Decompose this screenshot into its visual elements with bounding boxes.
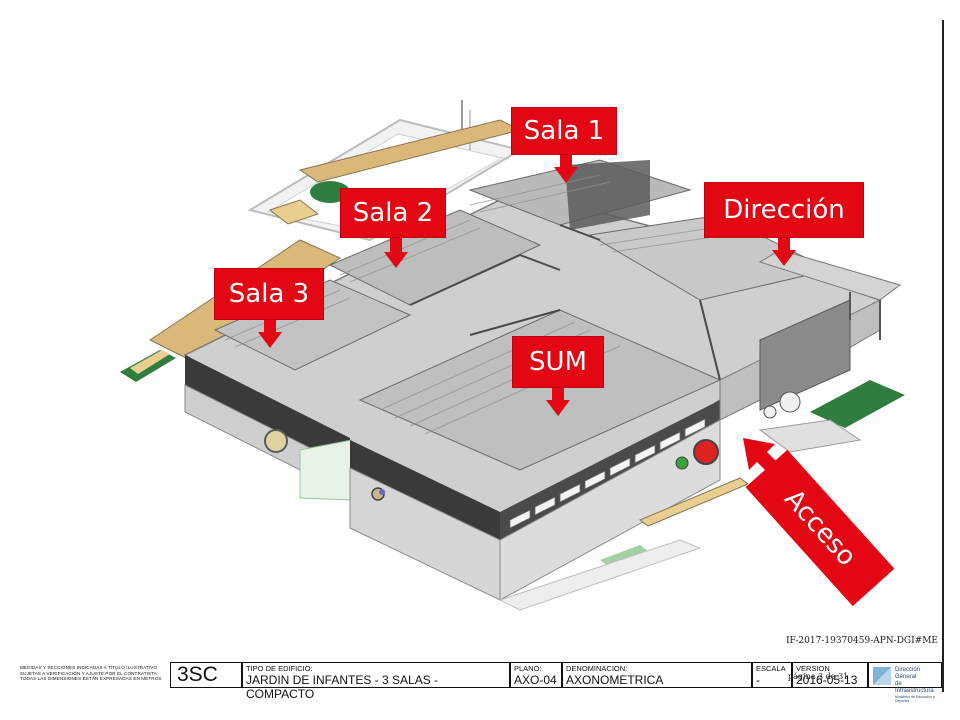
title-block-notes: MEDIDAS Y SECCIONES INDICADAS A TÍTULO I… (20, 665, 162, 682)
arrow-sala-2 (384, 252, 408, 268)
scale-caption: ESCALA (756, 664, 786, 673)
round-window-green (675, 456, 689, 470)
organization-line-1: Dirección General (895, 667, 921, 680)
lattice-round-1 (779, 391, 801, 413)
arrow-stem-sum (552, 388, 564, 400)
label-sala-1: Sala 1 (511, 107, 617, 155)
front-path (498, 539, 702, 611)
label-sum: SUM (512, 336, 604, 388)
round-window-sum-2 (379, 489, 385, 495)
bench-left-2 (130, 350, 170, 374)
organization-logo-icon (873, 667, 891, 685)
building-code: 3SC (177, 663, 218, 686)
courtyard-front (299, 439, 353, 501)
scale-cell: ESCALA - (752, 662, 792, 688)
denomination-caption: DENOMINACION: (566, 664, 628, 673)
document-reference: IF-2017-19370459-APN-DGI#ME (786, 636, 938, 646)
plan-caption: PLANO: (514, 664, 542, 673)
lattice-round-2 (763, 405, 777, 419)
arrow-sum (546, 400, 570, 416)
denomination-cell: DENOMINACION: AXONOMETRICA (562, 662, 752, 688)
facade-sum-dark (350, 440, 500, 540)
denomination: AXONOMETRICA (566, 673, 664, 687)
version-caption: VERSION (796, 664, 830, 673)
arrow-stem-sala-3 (264, 320, 276, 332)
title-block: MEDIDAS Y SECCIONES INDICADAS A TÍTULO I… (20, 662, 942, 703)
arrow-stem-sala-1 (560, 155, 572, 167)
building-type: JARDIN DE INFANTES - 3 SALAS - COMPACTO (246, 673, 439, 701)
partition-walls (409, 224, 721, 381)
lattice-wall (759, 299, 851, 411)
plan-cell: PLANO: AXO-04 (510, 662, 562, 688)
organization-logo-cell: Dirección General de Infraestructura Min… (868, 662, 942, 703)
building-type-cell: TIPO DE EDIFICIO: JARDIN DE INFANTES - 3… (242, 662, 510, 701)
label-sala-3: Sala 3 (214, 268, 324, 320)
organization-line-3: Ministerio de Educación y Deportes (895, 695, 935, 703)
label-direccion: Dirección (704, 182, 864, 238)
clerestory-windows (509, 418, 706, 529)
sala-1-core (565, 160, 650, 230)
roof-stripes (224, 174, 741, 435)
arrow-direccion (772, 250, 796, 266)
building-code-cell: 3SC (170, 662, 242, 688)
entry-steps (758, 419, 862, 453)
building-type-caption: TIPO DE EDIFICIO: (246, 664, 313, 673)
round-window-left (264, 429, 288, 453)
label-sala-2: Sala 2 (340, 188, 446, 238)
facade-sum-right-light (499, 419, 721, 601)
grass-right (810, 380, 905, 428)
organization-name: Dirección General de Infraestructura Min… (895, 667, 941, 703)
plan-number: AXO-04 (514, 673, 557, 687)
version-cell: VERSION 2016-05-13 (792, 662, 868, 688)
organization-line-2: de Infraestructura (895, 681, 934, 694)
arrow-stem-sala-2 (390, 238, 402, 252)
sheet-border-line (942, 20, 944, 692)
version-date: 2016-05-13 (796, 673, 858, 687)
arrow-sala-3 (258, 332, 282, 348)
bench-left (268, 199, 320, 225)
page-number-overlay: página 3 de 31 (788, 672, 849, 681)
scale-value: - (756, 673, 760, 687)
round-window-red (693, 439, 719, 465)
arrow-sala-1 (554, 167, 578, 183)
arrow-stem-direccion (778, 238, 790, 250)
facade-sala-3-dark (185, 355, 350, 468)
